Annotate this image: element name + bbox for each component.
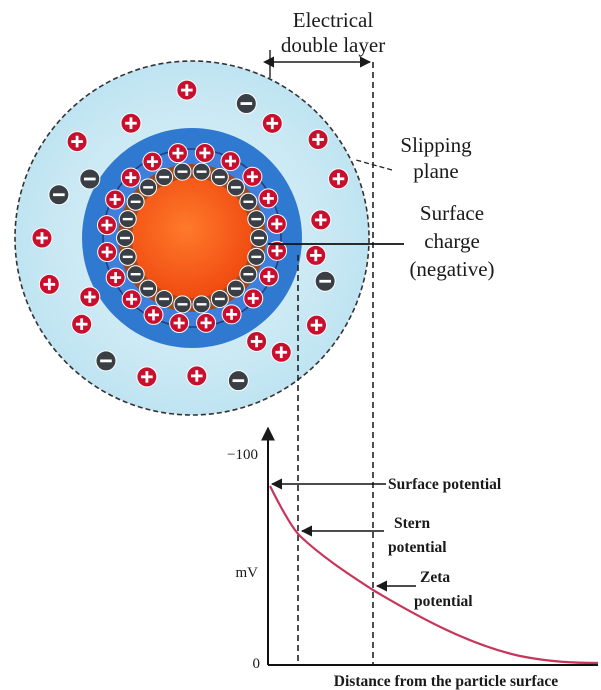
surface-negative-ion-bar: [131, 273, 141, 275]
stern-positive-ion-vbar: [276, 218, 279, 229]
y-axis-label: mV: [236, 565, 259, 581]
surface-negative-ion-bar: [131, 201, 141, 203]
surface-charge-label-line1: Surface: [420, 201, 484, 225]
y-axis-zero: 0: [253, 656, 261, 672]
surface-potential-label: Surface potential: [388, 476, 502, 493]
stern-positive-ion-vbar: [114, 272, 117, 283]
surface-negative-ion-bar: [243, 201, 253, 203]
surface-charge-label-line2: charge: [424, 229, 480, 253]
stern-positive-ion-vbar: [204, 147, 207, 158]
diffuse-ion-minus-bar: [53, 193, 65, 196]
slipping-plane-pointer: [356, 160, 392, 170]
surface-negative-ion-bar: [251, 218, 261, 220]
y-axis-tick-top: −100: [227, 447, 258, 463]
stern-positive-ion-vbar: [267, 193, 270, 204]
diffuse-ion-minus-bar: [84, 178, 96, 181]
stern-positive-ion-vbar: [114, 194, 117, 205]
stern-positive-ion-vbar: [129, 172, 132, 183]
stern-potential-label-line1: Stern: [394, 515, 431, 532]
surface-negative-ion-bar: [231, 287, 241, 289]
stern-positive-ion-vbar: [178, 318, 181, 329]
diffuse-ion-plus-vbar: [48, 279, 51, 291]
stern-potential-label-line2: potential: [388, 539, 447, 556]
zeta-potential-label-line2: potential: [414, 593, 473, 610]
diffuse-ion-plus-vbar: [317, 134, 320, 146]
surface-negative-ion-bar: [231, 186, 241, 188]
surface-negative-ion-bar: [251, 256, 261, 258]
diffuse-ion-minus-bar: [100, 359, 112, 362]
diffuse-ion-minus-bar: [319, 280, 331, 283]
stern-positive-ion-vbar: [151, 156, 154, 167]
double-layer-label-line2: double layer: [281, 33, 385, 57]
potential-graph: −100 mV 0 Distance from the particle sur…: [227, 428, 598, 690]
diffuse-ion-plus-vbar: [76, 136, 79, 148]
diffuse-ion-minus-bar: [241, 102, 253, 105]
surface-negative-ion-bar: [254, 237, 264, 239]
zeta-potential-label-line1: Zeta: [420, 569, 450, 586]
surface-negative-ion-bar: [243, 273, 253, 275]
surface-negative-ion-bar: [197, 303, 207, 305]
stern-positive-ion-vbar: [130, 294, 133, 305]
surface-negative-ion-bar: [197, 170, 207, 172]
stern-positive-ion-vbar: [106, 220, 109, 231]
stern-positive-ion-vbar: [268, 271, 271, 282]
diffuse-ion-plus-vbar: [41, 232, 44, 244]
diffuse-ion-plus-vbar: [314, 250, 317, 262]
surface-negative-ion-bar: [143, 287, 153, 289]
stern-positive-ion-vbar: [177, 148, 180, 159]
diffuse-ion-plus-vbar: [195, 370, 198, 382]
diffuse-ion-plus-vbar: [185, 84, 188, 96]
stern-positive-ion-vbar: [229, 156, 232, 167]
stern-positive-ion-vbar: [205, 317, 208, 328]
double-layer-label-line1: Electrical: [293, 8, 374, 32]
slipping-plane-label-line1: Slipping: [400, 133, 472, 157]
stern-positive-ion-vbar: [152, 309, 155, 320]
diffuse-ion-plus-vbar: [315, 319, 318, 331]
surface-negative-ion-bar: [178, 170, 188, 172]
surface-negative-ion-bar: [143, 186, 153, 188]
stern-positive-ion-vbar: [276, 245, 279, 256]
stern-positive-ion-vbar: [251, 171, 254, 182]
x-axis-label: Distance from the particle surface: [334, 673, 559, 690]
diffuse-ion-plus-vbar: [130, 117, 133, 129]
diffuse-ion-plus-vbar: [337, 173, 340, 185]
diffuse-ion-plus-vbar: [280, 346, 283, 358]
particle: [15, 61, 369, 415]
diffuse-ion-plus-vbar: [319, 214, 322, 226]
stern-positive-ion-vbar: [230, 309, 233, 320]
diffuse-ion-plus-vbar: [271, 118, 274, 130]
surface-negative-ion-bar: [159, 176, 169, 178]
stern-positive-ion-vbar: [106, 247, 109, 258]
surface-negative-ion-bar: [215, 298, 225, 300]
diffuse-ion-plus-vbar: [255, 336, 258, 348]
surface-negative-ion-bar: [178, 303, 188, 305]
diffuse-ion-plus-vbar: [145, 371, 148, 383]
diffuse-ion-plus-vbar: [80, 318, 83, 330]
diffuse-ion-plus-vbar: [88, 291, 91, 303]
surface-negative-ion-bar: [159, 298, 169, 300]
stern-positive-ion-vbar: [252, 293, 255, 304]
surface-charge-label-line3: (negative): [409, 257, 494, 281]
surface-negative-ion-bar: [215, 176, 225, 178]
diffuse-ion-minus-bar: [233, 379, 245, 382]
surface-negative-ion-bar: [123, 256, 133, 258]
surface-negative-ion-bar: [123, 218, 133, 220]
slipping-plane-label-line2: plane: [413, 159, 458, 183]
surface-negative-ion-bar: [120, 237, 130, 239]
